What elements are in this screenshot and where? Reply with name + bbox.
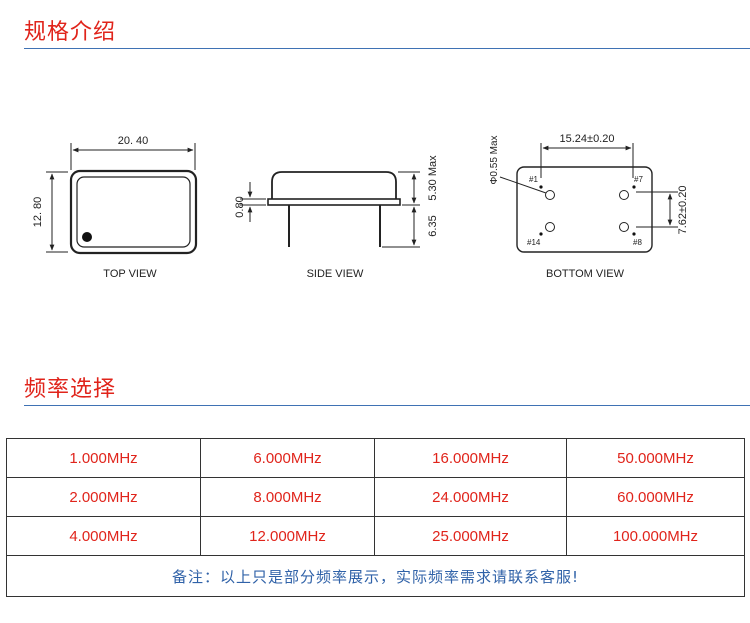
top-view: [46, 143, 198, 255]
bottom-view-pin-1: [545, 190, 555, 200]
top-view-pin1-dot: [82, 232, 92, 242]
bottom-view-caption: BOTTOM VIEW: [546, 268, 625, 280]
frequency-cell: 4.000MHz: [6, 516, 201, 556]
bottom-view-pin-14: [545, 222, 555, 232]
top-view-width-label: 20. 40: [118, 135, 149, 147]
bottom-view-pin-7-dot: [632, 185, 636, 189]
top-view-height-label: 12. 80: [32, 197, 44, 228]
bottom-view-pin8-label: #8: [633, 238, 642, 247]
frequency-cell: 12.000MHz: [200, 516, 375, 556]
table-row: 4.000MHz 12.000MHz 25.000MHz 100.000MHz: [6, 516, 745, 556]
bottom-view-pin-dia-label: Φ0.55 Max: [489, 135, 500, 184]
bottom-view-pin-14-dot: [539, 232, 543, 236]
frequency-cell: 6.000MHz: [200, 438, 375, 478]
bottom-view: [499, 143, 678, 253]
spec-section-rule: [24, 48, 750, 49]
bottom-view-pin-7: [619, 190, 629, 200]
frequency-cell: 8.000MHz: [200, 477, 375, 517]
bottom-view-pin7-label: #7: [634, 175, 643, 184]
bottom-view-pin-8: [619, 222, 629, 232]
side-view-caption: SIDE VIEW: [307, 268, 364, 280]
frequency-cell: 100.000MHz: [566, 516, 745, 556]
bottom-view-body: [516, 166, 653, 253]
bottom-view-pitch-label: 15.24±0.20: [560, 133, 615, 145]
frequency-cell: 16.000MHz: [374, 438, 567, 478]
side-view-height-label: 5.30 Max: [427, 155, 439, 201]
frequency-cell: 2.000MHz: [6, 477, 201, 517]
side-view-pin-label: 6.35: [427, 215, 439, 236]
spec-section-title: 规格介绍: [24, 20, 117, 45]
frequency-cell: 60.000MHz: [566, 477, 745, 517]
top-view-outer-body: [69, 169, 198, 255]
table-row: 1.000MHz 6.000MHz 16.000MHz 50.000MHz: [6, 438, 745, 478]
freq-section-title: 频率选择: [24, 377, 117, 402]
bottom-view-pin-1-dot: [539, 185, 543, 189]
frequency-cell: 25.000MHz: [374, 516, 567, 556]
dimension-drawing: 20. 40 12. 80 TOP VIEW 0.80 5.30 Max 6.3…: [32, 133, 689, 280]
freq-section-rule: [24, 405, 750, 406]
frequency-cell: 50.000MHz: [566, 438, 745, 478]
side-view: [240, 171, 420, 248]
bottom-view-pin1-label: #1: [529, 175, 538, 184]
table-note: 备注：以上只是部分频率展示，实际频率需求请联系客服!: [6, 555, 745, 597]
table-row: 备注：以上只是部分频率展示，实际频率需求请联系客服!: [6, 555, 745, 597]
bottom-view-pin-8-dot: [632, 232, 636, 236]
top-view-caption: TOP VIEW: [103, 268, 157, 280]
bottom-view-row-label: 7.62±0.20: [677, 186, 689, 235]
frequency-cell: 24.000MHz: [374, 477, 567, 517]
side-view-base: [267, 198, 401, 206]
frequency-table: 1.000MHz 6.000MHz 16.000MHz 50.000MHz 2.…: [6, 438, 745, 597]
table-row: 2.000MHz 8.000MHz 24.000MHz 60.000MHz: [6, 477, 745, 517]
top-view-inner-body: [76, 176, 191, 248]
side-view-base-label: 0.80: [234, 196, 246, 217]
bottom-view-pin14-label: #14: [527, 238, 541, 247]
side-view-can: [271, 171, 397, 199]
bottom-view-leader: [499, 176, 547, 194]
frequency-cell: 1.000MHz: [6, 438, 201, 478]
